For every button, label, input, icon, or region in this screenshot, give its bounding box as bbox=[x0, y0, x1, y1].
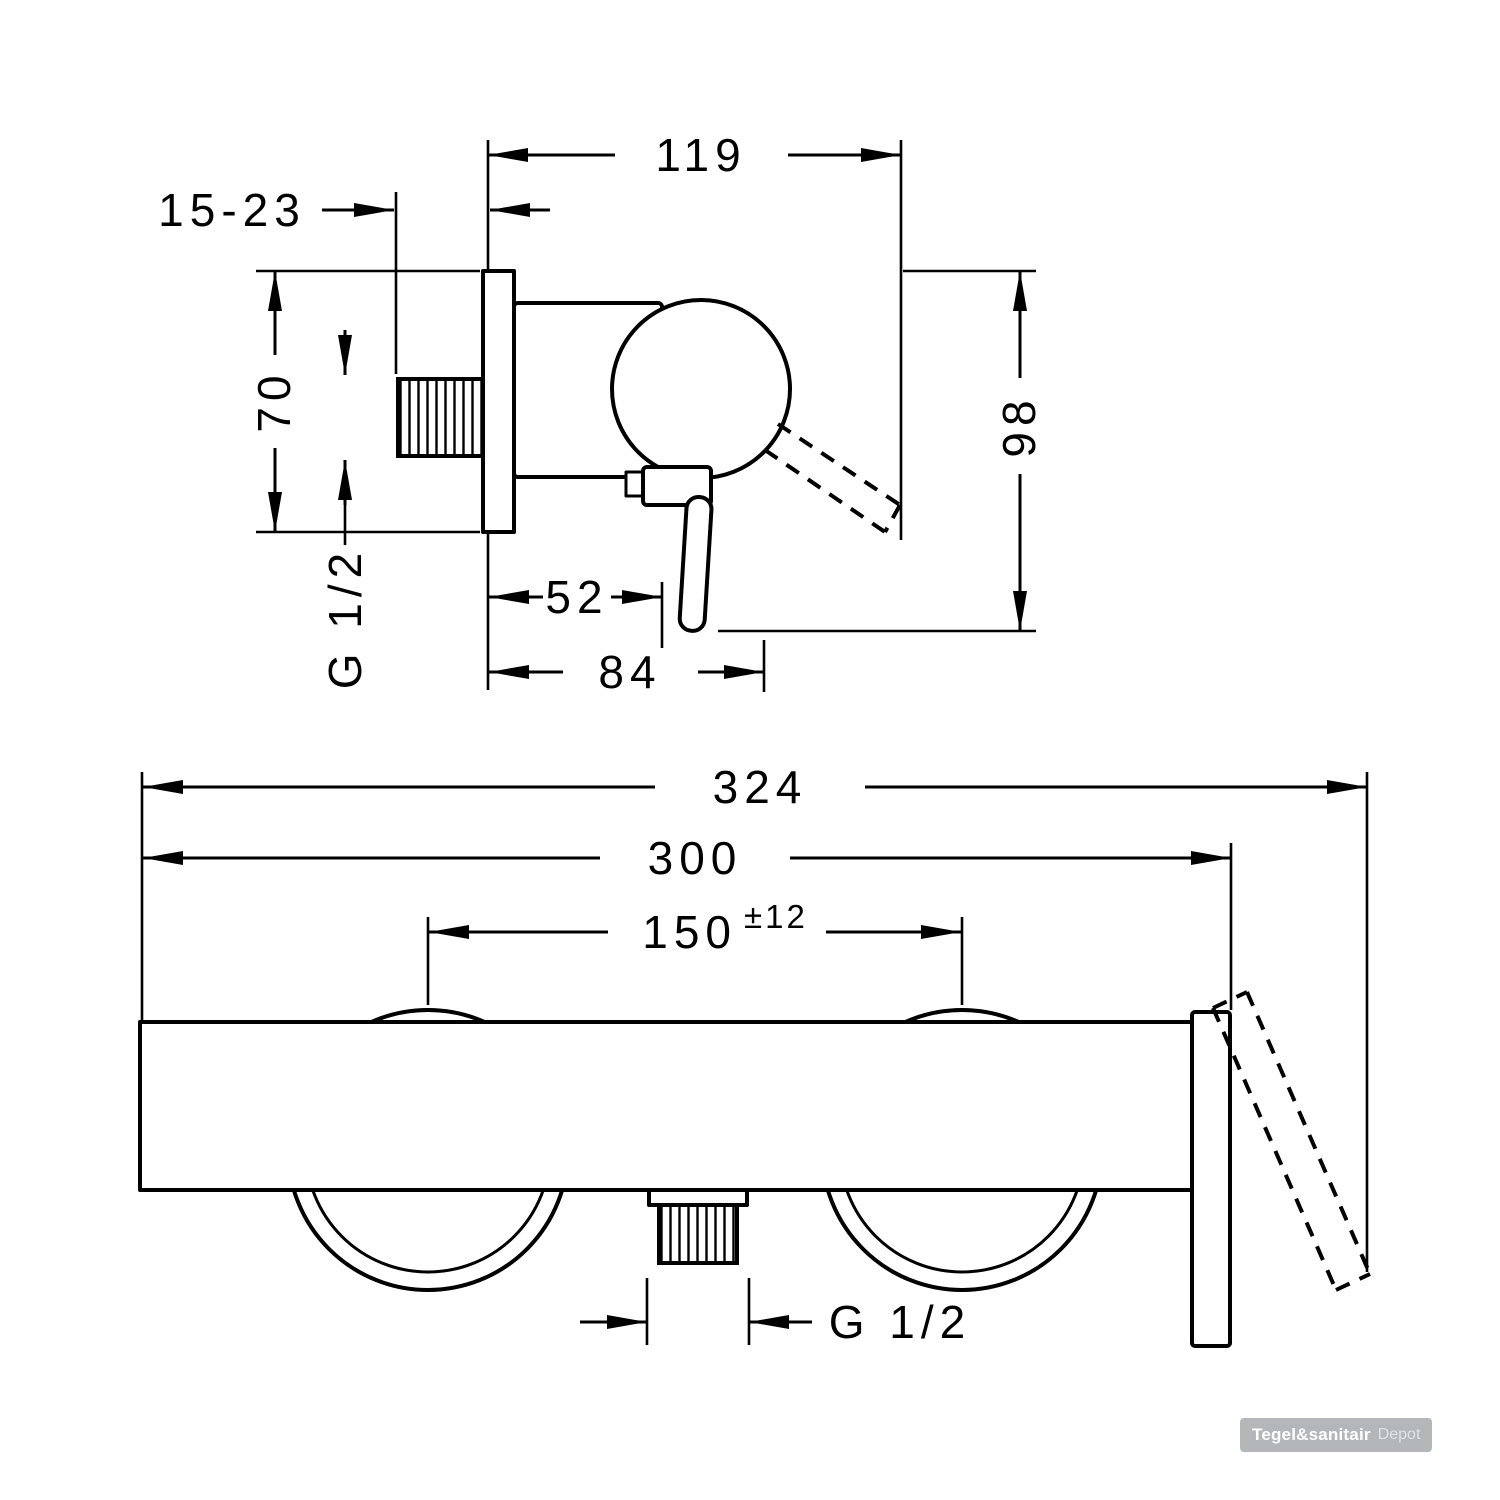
dim-label-150: 150 bbox=[642, 906, 737, 958]
side-view: 119 15-23 70 G 1/2 bbox=[158, 129, 1045, 698]
dashed-lever-cap bbox=[1335, 1272, 1371, 1292]
dim-label-119: 119 bbox=[655, 129, 746, 181]
dim-wall-adjust: 15-23 bbox=[158, 184, 550, 374]
valve-head-circle bbox=[610, 298, 792, 480]
lever-hub bbox=[641, 465, 713, 507]
dim-outlet-thread: G 1/2 bbox=[580, 1278, 972, 1348]
dim-escutcheon-height: 70 bbox=[248, 269, 480, 534]
dim-inlet-thread: G 1/2 bbox=[319, 330, 371, 689]
dashed-lever-edge bbox=[763, 448, 887, 534]
dim-label-98: 98 bbox=[993, 394, 1045, 457]
lever-handle-rotated-dashed bbox=[763, 422, 902, 534]
dashed-lever-edge bbox=[776, 422, 902, 507]
watermark-suffix: Depot bbox=[1377, 1426, 1421, 1443]
dim-label-150-tolerance: ±12 bbox=[744, 898, 808, 935]
mixer-body-front bbox=[138, 1020, 1194, 1192]
wall-escutcheon-plate bbox=[481, 269, 516, 534]
dim-label-84: 84 bbox=[598, 646, 661, 698]
dashed-lever-cap bbox=[883, 504, 902, 533]
dim-height-98: 98 bbox=[718, 269, 1045, 633]
dim-connection-centers: 150 ±12 bbox=[426, 898, 964, 1005]
dim-label-52: 52 bbox=[545, 571, 608, 623]
dim-body-width: 300 bbox=[143, 832, 1233, 1010]
lever-handle-front-rotated-dashed bbox=[1211, 990, 1372, 1292]
front-view: 324 300 150 ±12 G 1/2 bbox=[138, 761, 1372, 1348]
dashed-lever-cap bbox=[1212, 990, 1248, 1010]
dim-overall-width: 324 bbox=[140, 761, 1369, 1272]
outlet-collar bbox=[647, 1188, 749, 1207]
dim-depth-52: 52 bbox=[486, 533, 664, 690]
watermark-brand: Tegel&sanitair bbox=[1252, 1425, 1371, 1444]
dim-label-70: 70 bbox=[248, 369, 300, 432]
dim-label-15-23: 15-23 bbox=[158, 184, 306, 236]
lever-handle-side bbox=[677, 494, 714, 633]
dim-label-g12-outlet: G 1/2 bbox=[829, 1296, 972, 1348]
lever-handle-front bbox=[1190, 1010, 1232, 1348]
watermark: Tegel&sanitair Depot bbox=[1240, 1418, 1433, 1452]
dim-label-300: 300 bbox=[648, 832, 743, 884]
dim-depth-84: 84 bbox=[489, 640, 766, 698]
inlet-thread-side bbox=[396, 377, 485, 458]
outlet-thread bbox=[657, 1203, 739, 1265]
dim-label-324: 324 bbox=[713, 761, 808, 813]
dim-label-g12-inlet: G 1/2 bbox=[319, 547, 371, 690]
dim-overall-depth-top: 119 bbox=[486, 129, 903, 540]
